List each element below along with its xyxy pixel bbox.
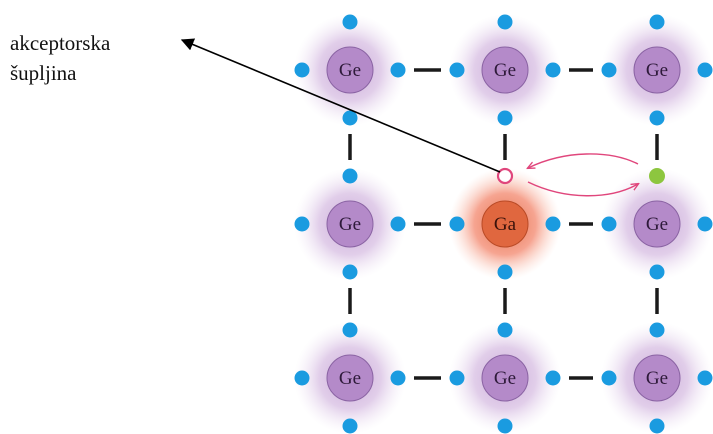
valence-electron [449,62,465,78]
valence-electron [390,62,406,78]
valence-electron [649,110,665,126]
electron-jump-arrow [528,153,639,168]
valence-electron [342,264,358,280]
valence-electron [497,14,513,30]
valence-electron [649,418,665,434]
valence-electron [697,216,713,232]
atom-label: Ge [494,368,516,389]
hole-move-arrow [527,181,638,197]
hole-caption: akceptorska šupljina [10,28,110,88]
valence-electron [649,322,665,338]
atom-label: Ge [339,368,361,389]
valence-electron [390,370,406,386]
valence-electron [601,62,617,78]
germanium-atom [481,46,529,94]
atom-label: Ge [646,60,668,81]
valence-electron [697,370,713,386]
covalent-bonds [348,68,659,380]
caption-line-1: akceptorska [10,31,111,55]
valence-electron [497,322,513,338]
germanium-atom [481,354,529,402]
valence-electron [601,370,617,386]
germanium-atom [326,200,374,248]
valence-electron [649,14,665,30]
valence-electron [697,62,713,78]
germanium-atom [326,46,374,94]
caption-line-2: šupljina [10,61,77,85]
atom-label: Ge [646,214,668,235]
valence-electron [497,264,513,280]
valence-electron [342,168,358,184]
atom-label: Ge [494,60,516,81]
germanium-atom [633,200,681,248]
valence-electron [497,110,513,126]
valence-electron [390,216,406,232]
valence-electrons [294,14,713,434]
valence-electron [545,62,561,78]
atom-label: Ge [646,368,668,389]
gallium-atom [481,200,529,248]
germanium-atom [326,354,374,402]
valence-electron [342,418,358,434]
valence-electron [649,264,665,280]
germanium-atom [633,354,681,402]
atom-label: Ge [339,60,361,81]
valence-electron [545,216,561,232]
atom-label: Ga [494,214,517,235]
germanium-atom [633,46,681,94]
valence-electron [601,216,617,232]
acceptor-hole [496,167,514,185]
atom-label: Ge [339,214,361,235]
extra-electron [649,168,665,184]
valence-electron [449,216,465,232]
valence-electron [294,370,310,386]
valence-electron [342,14,358,30]
valence-electron [449,370,465,386]
pointer-arrow [180,38,501,173]
valence-electron [497,418,513,434]
valence-electron [342,322,358,338]
valence-electron [342,110,358,126]
valence-electron [294,62,310,78]
valence-electron [545,370,561,386]
valence-electron [294,216,310,232]
